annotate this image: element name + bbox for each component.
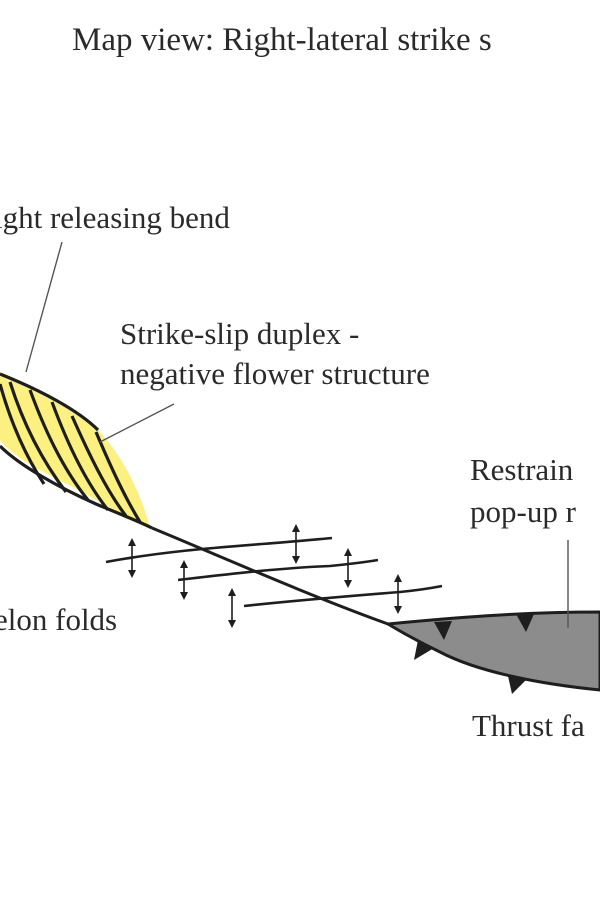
fold-axis: [243, 584, 443, 608]
label-thrust-faults: Thrust fa: [472, 708, 585, 743]
label-duplex-line2: negative flower structure: [120, 356, 430, 391]
label-restraining-line2: pop-up r: [470, 494, 576, 529]
label-restraining-line1: Restrain: [470, 452, 574, 487]
main-strike-slip-fault: [151, 526, 389, 626]
fold-arrowheads: [128, 524, 402, 628]
label-en-echelon-folds: elon folds: [0, 602, 118, 637]
label-releasing-bend: ight releasing bend: [0, 200, 230, 235]
label-duplex-line1: Strike-slip duplex -: [120, 316, 360, 351]
leader-lines: [25, 241, 569, 628]
fold-axis: [105, 536, 333, 564]
duplex-lower-boundary: [0, 444, 153, 530]
leader-duplex: [99, 403, 175, 443]
diagram-title: Map view: Right-lateral strike s: [72, 22, 492, 58]
releasing-duplex-lens: [0, 372, 150, 528]
fold-axis: [177, 558, 379, 582]
leader-releasing-bend: [25, 241, 63, 373]
duplex-upper-boundary: [0, 372, 100, 432]
thrust-teeth: [414, 614, 534, 694]
en-echelon-fold-axes: [105, 536, 443, 608]
